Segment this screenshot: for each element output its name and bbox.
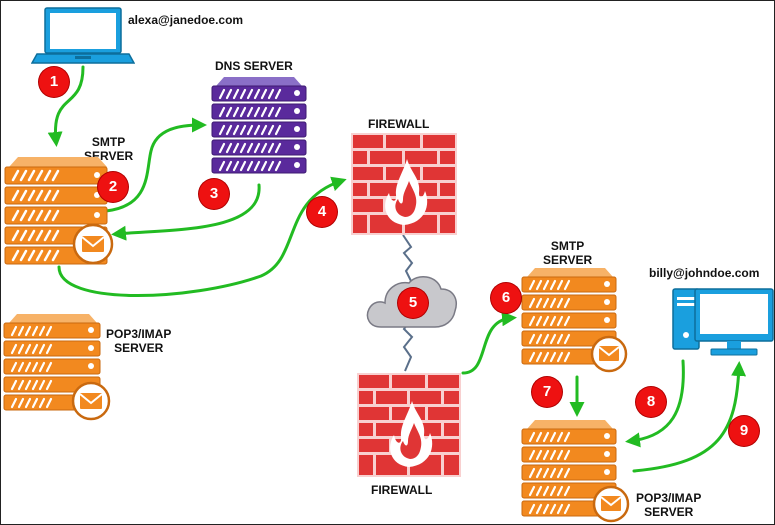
firewall-icon (351, 133, 457, 235)
arrow-step-8 (625, 359, 685, 448)
dns-server-label: DNS SERVER (215, 59, 293, 73)
laptop-icon (31, 7, 135, 64)
arrow-step-2 (104, 117, 207, 213)
step-badge-4: 4 (307, 197, 337, 227)
step-badge-9: 9 (729, 416, 759, 446)
server-icon (521, 420, 630, 523)
firewall-top-label: FIREWALL (368, 117, 430, 131)
arrow-step-9 (632, 361, 747, 473)
mail-icon (592, 485, 630, 523)
server-icon (521, 268, 628, 373)
lightning-link-icon (402, 234, 414, 284)
mail-icon (590, 335, 628, 373)
firewall-icon (357, 373, 461, 477)
step-badge-7: 7 (532, 377, 562, 407)
receiver-email: billy@johndoe.com (649, 266, 760, 280)
firewall-bottom-label: FIREWALL (371, 483, 433, 497)
server-icon (211, 77, 307, 174)
arrow-step-6 (461, 311, 517, 375)
arrow-step-3 (111, 183, 261, 241)
pop3-server-receiver-label: POP3/IMAP SERVER (636, 491, 702, 519)
step-badge-8: 8 (636, 387, 666, 417)
step-badge-1: 1 (39, 67, 69, 97)
step-badge-2: 2 (98, 172, 128, 202)
pop3-server-label: POP3/IMAP SERVER (106, 327, 172, 355)
step-badge-3: 3 (199, 179, 229, 209)
sender-email: alexa@janedoe.com (128, 13, 244, 27)
arrow-step-1 (47, 65, 85, 147)
server-icon (3, 314, 111, 421)
step-badge-6: 6 (491, 283, 521, 313)
smtp-server-receiver-label: SMTP SERVER (543, 239, 593, 267)
mail-icon (72, 223, 114, 265)
step-badge-5: 5 (398, 288, 428, 318)
desktop-computer-icon (672, 288, 774, 356)
server-icon (4, 157, 114, 265)
mail-icon (71, 381, 111, 421)
arrow-step-4 (57, 176, 347, 297)
